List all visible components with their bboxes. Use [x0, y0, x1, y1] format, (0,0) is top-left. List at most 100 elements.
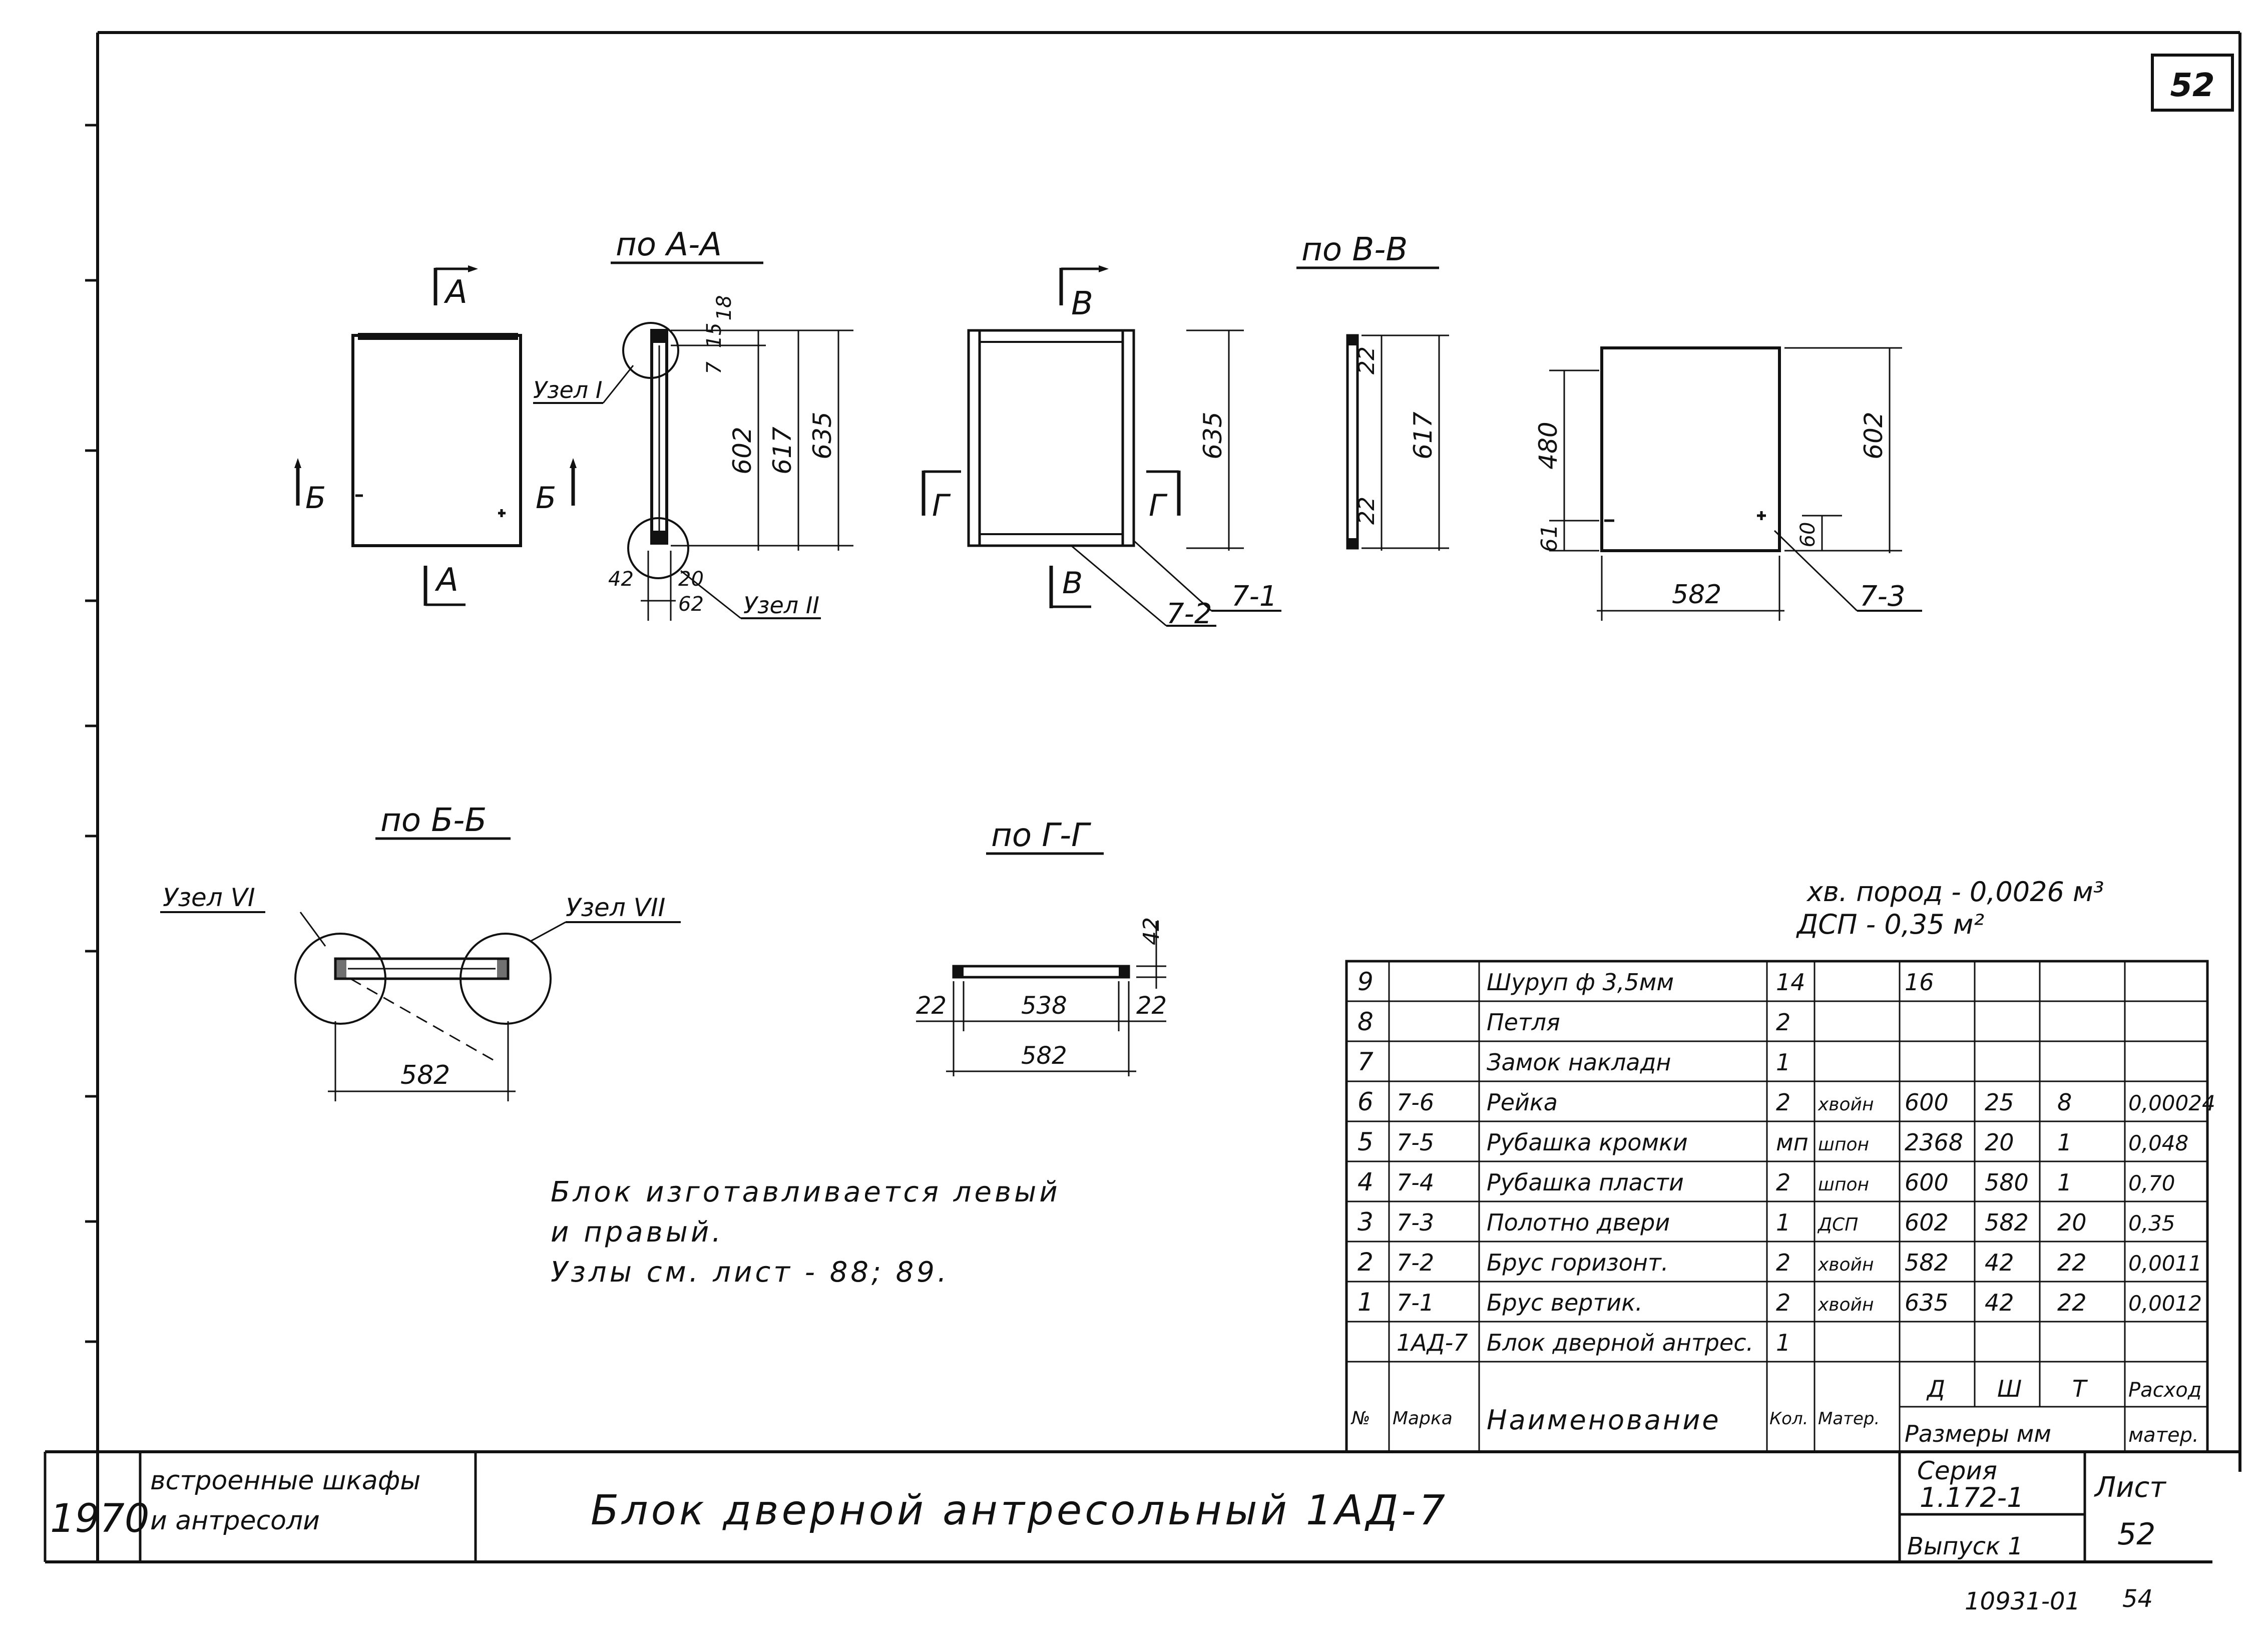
- footer-code: 10931-01: [1965, 1587, 2080, 1615]
- aa-dim-602: 602: [728, 427, 757, 474]
- aa-dim-62: 62: [678, 593, 704, 616]
- hdr-rate-1: Расход: [2128, 1379, 2201, 1402]
- cell-name: Рубашка кромки: [1487, 1129, 1688, 1156]
- part-mark-7-1: 7-1: [1231, 580, 1277, 613]
- project-line-2: и антресоли: [150, 1506, 320, 1536]
- cell-name: Шуруп ф 3,5мм: [1487, 969, 1674, 996]
- cell-t: 22: [2057, 1249, 2087, 1276]
- cell-qty: 1: [1776, 1049, 1790, 1076]
- cell-mark: 7-1: [1397, 1289, 1434, 1316]
- part-mark-7-2: 7-2: [1166, 598, 1212, 630]
- cell-mark: 7-3: [1397, 1209, 1434, 1236]
- mark-a-top: А: [443, 274, 468, 311]
- cell-mark: 7-5: [1397, 1129, 1434, 1156]
- front-view: А А Б Б: [294, 265, 577, 606]
- panel-dim-582: 582: [1672, 580, 1721, 610]
- cell-material: хвойн: [1818, 1094, 1874, 1115]
- mark-b-right: Б: [536, 481, 556, 516]
- cell-name: Брус горизонт.: [1487, 1249, 1668, 1276]
- cell-num: 9: [1357, 967, 1374, 996]
- node-6-label: Узел VI: [163, 883, 255, 912]
- mark-b-left: Б: [305, 481, 326, 516]
- cell-d: 582: [1905, 1249, 1949, 1276]
- cell-d: 16: [1905, 969, 1934, 996]
- cell-material: шпон: [1818, 1134, 1869, 1155]
- mark-g-right: Г: [1149, 488, 1168, 523]
- note-line-3: Узлы см. лист - 88; 89.: [551, 1256, 950, 1289]
- bb-dim-22-top: 22: [1354, 346, 1380, 374]
- b6-dim-582: 582: [400, 1060, 450, 1090]
- cell-name: Рубашка пласти: [1487, 1169, 1684, 1196]
- hdr-material: Матер.: [1818, 1409, 1880, 1429]
- mark-v-bottom: В: [1062, 566, 1083, 601]
- node-7-label: Узел VII: [566, 893, 665, 922]
- cell-material: хвойн: [1818, 1255, 1874, 1275]
- material-line-1: хв. пород - 0,0026 м³: [1806, 876, 2104, 908]
- cell-d: 600: [1905, 1089, 1949, 1116]
- gg-dim-22-left: 22: [916, 992, 947, 1020]
- cell-name: Брус вертик.: [1487, 1289, 1643, 1316]
- hdr-mark: Марка: [1393, 1408, 1453, 1429]
- aa-dim-20: 20: [678, 568, 704, 591]
- sheet-label: Лист: [2094, 1471, 2166, 1504]
- hdr-dims: Размеры мм: [1905, 1420, 2051, 1447]
- hdr-w: Ш: [1997, 1375, 2022, 1402]
- corner-sheet-number: 52: [2170, 67, 2214, 104]
- sheet-value: 52: [2117, 1517, 2155, 1552]
- cell-rate: 0,0011: [2128, 1251, 2202, 1276]
- aa-dim-617: 617: [768, 427, 797, 475]
- cell-w: 582: [1985, 1209, 2029, 1236]
- mark-v-top: В: [1071, 285, 1093, 322]
- cell-w: 25: [1985, 1089, 2014, 1116]
- hdr-name: Наименование: [1487, 1404, 1721, 1436]
- cell-qty: 2: [1776, 1089, 1790, 1116]
- cell-qty: мп: [1776, 1129, 1808, 1156]
- cell-name: Петля: [1487, 1009, 1560, 1036]
- cell-t: 1: [2057, 1169, 2072, 1196]
- aa-dim-15: 15: [703, 323, 726, 348]
- cell-material: хвойн: [1818, 1295, 1874, 1315]
- cell-w: 580: [1985, 1169, 2029, 1196]
- material-line-2: ДСП - 0,35 м²: [1796, 909, 1984, 940]
- section-gg: по Г-Г 42 22 538 22 582: [916, 817, 1167, 1076]
- cell-qty: 1: [1776, 1209, 1790, 1236]
- cell-d: 600: [1905, 1169, 1949, 1196]
- cell-qty: 2: [1776, 1169, 1790, 1196]
- year: 1970: [50, 1496, 150, 1541]
- section-b6: по Б-Б Узел VI Узел VII 582: [160, 802, 681, 1101]
- cell-t: 1: [2057, 1129, 2072, 1156]
- aa-dim-7: 7: [703, 361, 726, 374]
- note-line-1: Блок изготавливается левый: [551, 1176, 1061, 1208]
- gg-dim-42: 42: [1139, 917, 1164, 945]
- cell-name: Полотно двери: [1487, 1209, 1670, 1236]
- cell-d: 602: [1905, 1209, 1949, 1236]
- aa-dim-18: 18: [713, 295, 736, 321]
- notes: Блок изготавливается левый и правый. Узл…: [551, 1176, 1061, 1289]
- section-gg-title: по Г-Г: [991, 817, 1091, 854]
- note-line-2: и правый.: [551, 1216, 724, 1249]
- cell-mark: 1АД-7: [1397, 1329, 1468, 1356]
- gg-dim-538: 538: [1021, 992, 1067, 1020]
- gg-dim-22-right: 22: [1136, 992, 1167, 1020]
- cell-num: 6: [1357, 1087, 1374, 1116]
- cell-rate: 0,048: [2128, 1131, 2188, 1155]
- cell-rate: 0,0012: [2128, 1291, 2202, 1316]
- cell-num: 4: [1357, 1167, 1374, 1196]
- corner-sheet-box: 52: [2151, 54, 2234, 112]
- footer: 10931-01 54: [1965, 1585, 2153, 1615]
- spec-table: № Марка Наименование Кол. Матер. Д Ш Т Р…: [1345, 960, 2215, 1453]
- series-label: Серия: [1917, 1456, 1997, 1485]
- section-bb: по В-В 22 22 617: [1296, 231, 1449, 551]
- cell-w: 20: [1985, 1129, 2014, 1156]
- gg-dim-582: 582: [1021, 1042, 1067, 1070]
- binding-ticks: [85, 124, 98, 1343]
- footer-page: 54: [2122, 1585, 2153, 1613]
